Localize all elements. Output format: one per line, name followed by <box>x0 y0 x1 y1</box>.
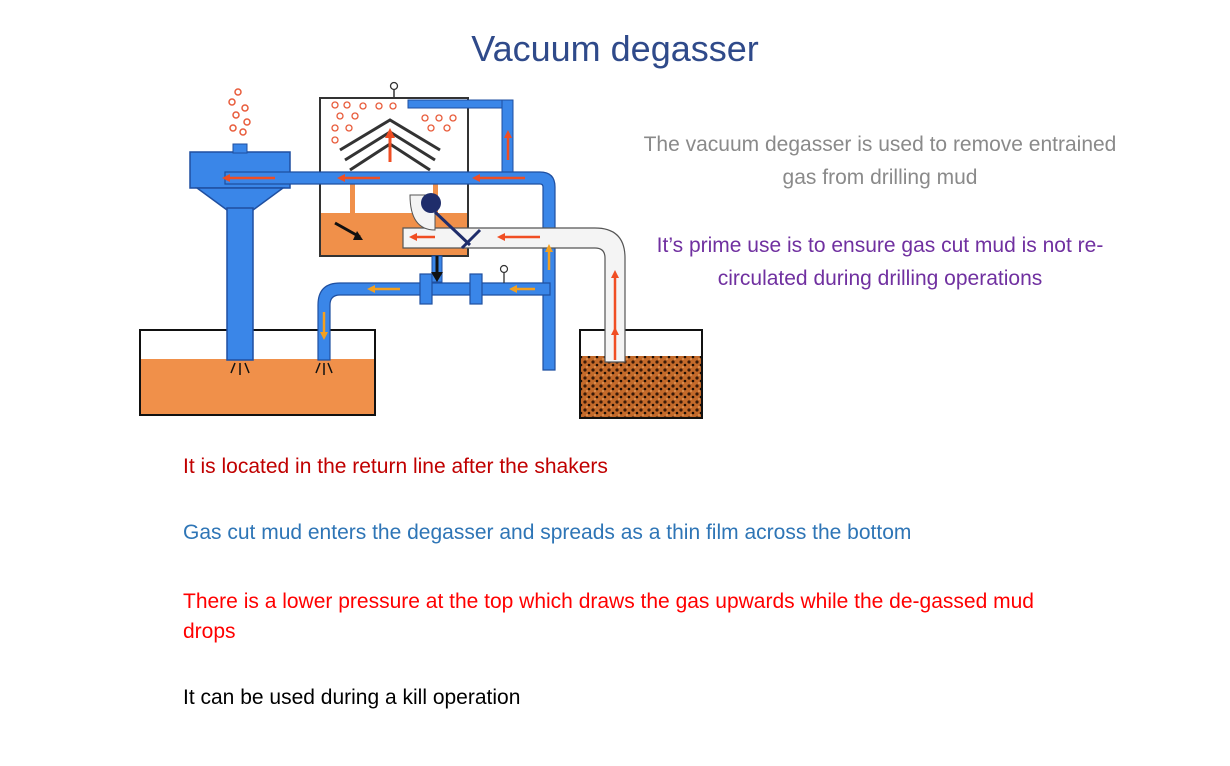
gas-bubble-icon <box>228 88 251 136</box>
discharge-line <box>224 171 556 371</box>
vacuum-degasser-diagram <box>139 81 703 419</box>
suction-tank <box>579 329 703 419</box>
bullet-location: It is located in the return line after t… <box>183 455 608 478</box>
flow-arrow-icon <box>222 130 619 375</box>
gas-vent-separator <box>189 143 291 361</box>
pump-return-line <box>317 255 551 361</box>
degasser-purpose-text: The vacuum degasser is used to remove en… <box>643 133 1117 189</box>
degasser-prime-use-text: It’s prime use is to ensure gas cut mud … <box>656 234 1104 290</box>
bullet-pressure: There is a lower pressure at the top whi… <box>183 590 1034 643</box>
page-title: Vacuum degasser <box>471 28 759 69</box>
bullet-mud-entry: Gas cut mud enters the degasser and spre… <box>183 521 912 544</box>
float-ball-icon <box>421 193 482 250</box>
left-mud-tank <box>139 329 376 416</box>
bullet-kill-operation: It can be used during a kill operation <box>183 686 521 709</box>
pressure-gauge-icon <box>389 81 399 98</box>
